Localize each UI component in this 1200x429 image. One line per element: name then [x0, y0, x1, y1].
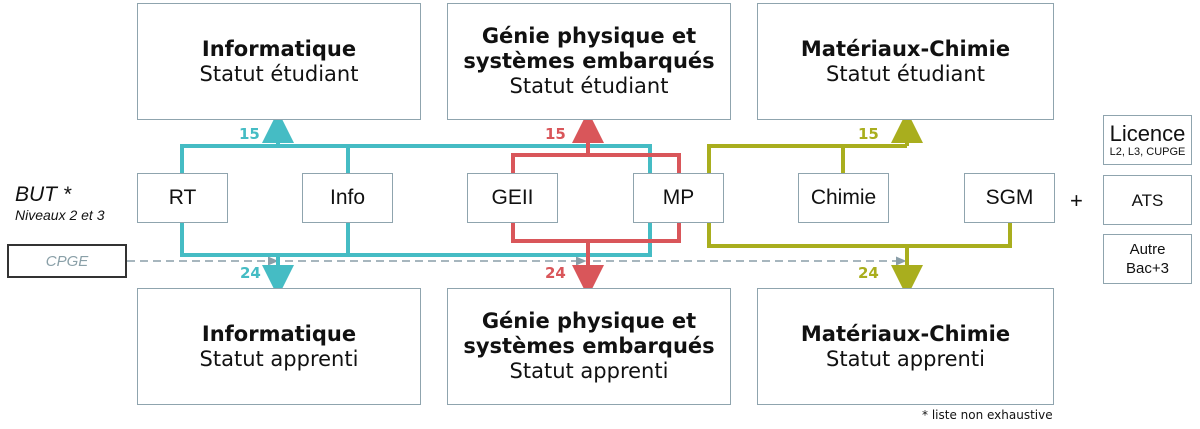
licence-note: L2, L3, CUPGE	[1109, 145, 1186, 158]
informatique-apprentice-count: 24	[240, 264, 261, 282]
autre-bac3-box: Autre Bac+3	[1103, 234, 1192, 284]
materiaux-chimie-apprenti-box: Matériaux-Chimie Statut apprenti	[757, 288, 1054, 405]
but-title: BUT *	[15, 183, 72, 206]
genie-physique-student-count: 15	[545, 125, 566, 143]
box-title: Matériaux-Chimie	[800, 36, 1011, 61]
program-chimie: Chimie	[798, 173, 889, 223]
ats-box: ATS	[1103, 175, 1192, 225]
box-title: Informatique	[201, 321, 357, 346]
licence-box: Licence L2, L3, CUPGE	[1103, 115, 1192, 165]
program-info: Info	[302, 173, 393, 223]
materiaux-chimie-student-count: 15	[858, 125, 879, 143]
box-title: Matériaux-Chimie	[800, 321, 1011, 346]
materiaux-chimie-flow-lines	[707, 111, 1012, 297]
licence-label: Licence	[1109, 120, 1186, 146]
informatique-student-count: 15	[239, 125, 260, 143]
genie-physique-etudiant-box: Génie physique et systèmes embarqués Sta…	[447, 3, 731, 120]
box-subtitle: Statut étudiant	[509, 74, 669, 98]
box-title: Génie physique et systèmes embarqués	[463, 24, 715, 73]
program-mp: MP	[633, 173, 724, 223]
box-subtitle: Statut apprenti	[199, 346, 359, 371]
genie-physique-flow-lines	[511, 111, 681, 297]
plus-sign: +	[1070, 188, 1083, 213]
program-rt: RT	[137, 173, 228, 223]
but-subtitle: Niveaux 2 et 3	[15, 207, 105, 223]
footnote: * liste non exhaustive	[922, 408, 1053, 422]
informatique-apprenti-box: Informatique Statut apprenti	[137, 288, 421, 405]
materiaux-chimie-etudiant-box: Matériaux-Chimie Statut étudiant	[757, 3, 1054, 120]
ats-label: ATS	[1131, 190, 1164, 210]
informatique-etudiant-box: Informatique Statut étudiant	[137, 3, 421, 120]
box-subtitle: Statut étudiant	[199, 61, 359, 86]
box-subtitle: Statut étudiant	[826, 61, 985, 86]
bac3-label: Bac+3	[1126, 260, 1169, 277]
genie-physique-apprentice-count: 24	[545, 264, 566, 282]
cpge-box: CPGE	[7, 244, 127, 278]
program-geii: GEII	[467, 173, 558, 223]
box-subtitle: Statut apprenti	[509, 359, 669, 383]
box-title: Informatique	[201, 36, 357, 61]
program-sgm: SGM	[964, 173, 1055, 223]
genie-physique-apprenti-box: Génie physique et systèmes embarqués Sta…	[447, 288, 731, 405]
informatique-flow-lines	[180, 111, 652, 297]
autre-label: Autre	[1129, 241, 1166, 258]
materiaux-chimie-apprentice-count: 24	[858, 264, 879, 282]
box-title: Génie physique et systèmes embarqués	[463, 309, 715, 358]
box-subtitle: Statut apprenti	[826, 346, 985, 371]
but-label: BUT * Niveaux 2 et 3	[15, 184, 105, 224]
